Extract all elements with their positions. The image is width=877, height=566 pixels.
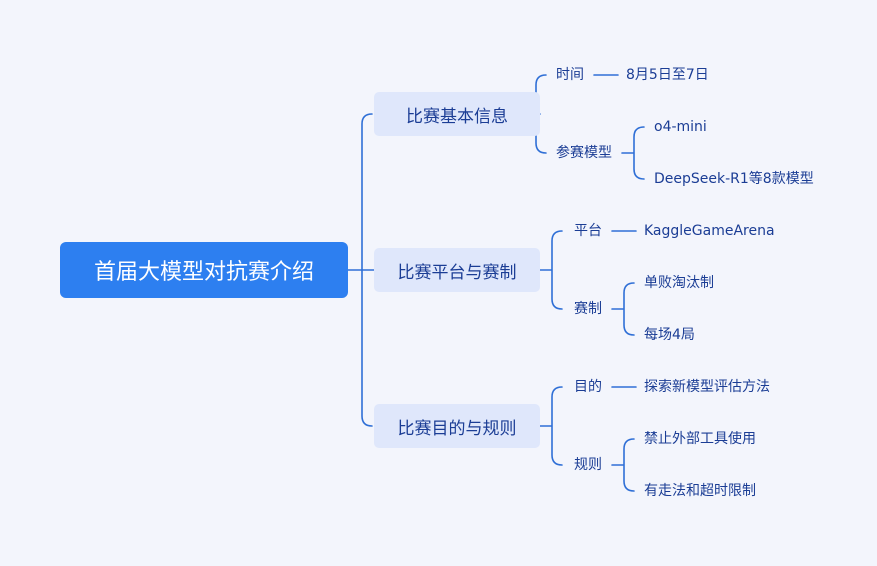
root-topic[interactable]: 首届大模型对抗赛介绍 (60, 242, 348, 298)
branch-purpose-rules[interactable]: 比赛目的与规则 (374, 404, 540, 448)
topic-rule-limits[interactable]: 有走法和超时限制 (644, 483, 756, 499)
topic-format-elimination[interactable]: 单败淘汰制 (644, 275, 714, 291)
topic-model-deepseek[interactable]: DeepSeek-R1等8款模型 (654, 171, 814, 187)
topic-time-value[interactable]: 8月5日至7日 (626, 67, 709, 83)
topic-format-games[interactable]: 每场4局 (644, 327, 695, 343)
branch-platform-format[interactable]: 比赛平台与赛制 (374, 248, 540, 292)
connector-branch-2 (539, 230, 563, 310)
topic-purpose[interactable]: 目的 (574, 379, 602, 395)
branch-basic-info[interactable]: 比赛基本信息 (374, 92, 540, 136)
topic-purpose-value[interactable]: 探索新模型评估方法 (644, 379, 770, 395)
topic-platform[interactable]: 平台 (574, 223, 602, 239)
connector-rules (611, 438, 635, 492)
topic-model-o4mini[interactable]: o4-mini (654, 119, 707, 135)
topic-rules[interactable]: 规则 (574, 457, 602, 473)
connector-branch-3 (539, 386, 563, 466)
topic-format[interactable]: 赛制 (574, 301, 602, 317)
connector-root (347, 113, 375, 427)
topic-time[interactable]: 时间 (556, 67, 584, 83)
connector-format (611, 282, 635, 336)
topic-models[interactable]: 参赛模型 (556, 145, 612, 161)
topic-rule-no-tools[interactable]: 禁止外部工具使用 (644, 431, 756, 447)
topic-platform-value[interactable]: KaggleGameArena (644, 223, 775, 239)
connector-models (621, 126, 645, 180)
